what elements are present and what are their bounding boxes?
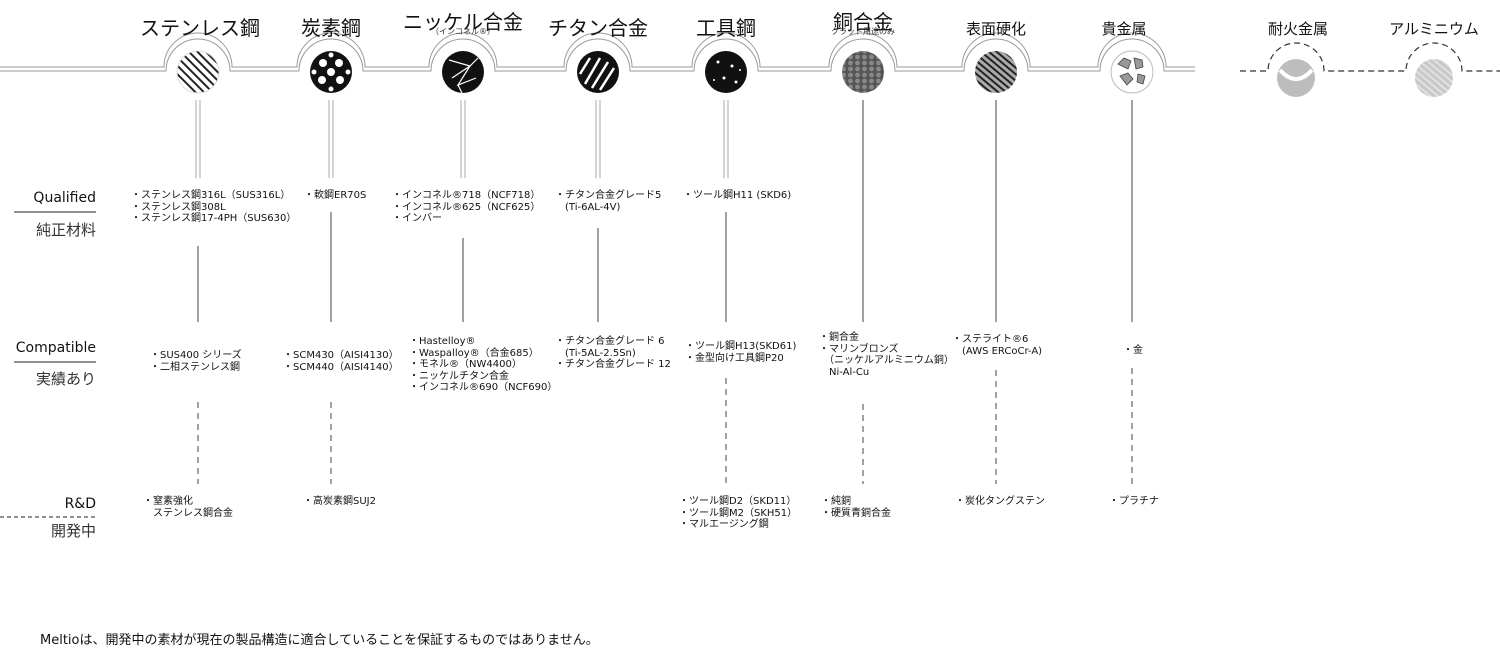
row-label-rd-jp: 開発中 <box>50 522 96 540</box>
row-label-qualified-jp: 純正材料 <box>35 221 96 239</box>
rd-carbon: ・高炭素鋼SUJ2 <box>303 496 376 507</box>
compatible-titanium: ・チタン合金グレード 6 (Ti-5AL-2.5Sn) ・チタン合金グレード 1… <box>555 336 671 370</box>
row-label-compatible-jp: 実績あり <box>35 370 96 388</box>
main-rail <box>0 32 1195 72</box>
crystal-facets-icon <box>442 51 484 94</box>
qualified-nickel: ・インコネル®718（NCF718） ・インコネル®625（NCF625） ・イ… <box>392 190 541 224</box>
qualified-tool: ・ツール鋼H11 (SKD6) <box>683 190 792 201</box>
rd-connectors <box>197 368 1133 484</box>
subtitle-nickel: （インコネル®） <box>431 27 495 36</box>
row-label-rd-en: R&D <box>64 496 96 512</box>
title-nickel: ニッケル合金 <box>403 10 523 34</box>
brush-strokes-icon <box>577 51 619 93</box>
compatible-precious: ・金 <box>1123 345 1143 356</box>
hexagon-mesh-icon <box>842 51 884 93</box>
rd-stainless: ・窒素強化 ステンレス鋼合金 <box>143 496 233 519</box>
title-titanium: チタン合金 <box>548 16 648 40</box>
qualified-stainless: ・ステンレス鋼316L（SUS316L） ・ステンレス鋼308L ・ステンレス鋼… <box>131 190 297 224</box>
rd-tool: ・ツール鋼D2（SKD11） ・ツール鋼M2（SKH51） ・マルエージング鋼 <box>679 496 798 530</box>
compatible-copper: ・銅合金 ・マリンブロンズ （ニッケルアルミニウム銅） Ni-Al-Cu <box>819 332 954 378</box>
rock-texture-icon <box>1110 50 1154 94</box>
title-aluminium: アルミニウム <box>1389 20 1479 38</box>
title-precious: 貴金属 <box>1101 20 1147 38</box>
dense-stripes-icon <box>975 51 1017 93</box>
disclaimer-text: Meltioは、開発中の素材が現在の製品構造に適合していることを保証するものでは… <box>40 633 599 648</box>
light-stripes-icon <box>1415 59 1453 97</box>
large-dots-icon <box>310 51 352 93</box>
title-carbon: 炭素鋼 <box>301 16 361 40</box>
qualified-titanium: ・チタン合金グレード5 (Ti-6AL-4V) <box>555 190 662 213</box>
title-tool: 工具鋼 <box>696 16 756 40</box>
title-refractory: 耐火金属 <box>1267 20 1329 38</box>
row-label-qualified-en: Qualified <box>33 190 96 206</box>
title-copper: 銅合金 <box>833 10 893 34</box>
subtitle-copper: クラッド用途のみ <box>831 27 895 36</box>
qualified-connectors <box>195 100 729 178</box>
wave-icon <box>1277 59 1315 97</box>
compatible-stainless: ・SUS400 シリーズ ・二相ステンレス鋼 <box>150 350 242 373</box>
rd-hardfacing: ・炭化タングステン <box>955 496 1045 507</box>
compatible-tool: ・ツール鋼H13(SKD61) ・金型向け工具鋼P20 <box>685 341 797 364</box>
rd-copper: ・純銅 ・硬質青銅合金 <box>821 496 891 519</box>
row-label-compatible-en: Compatible <box>15 340 96 356</box>
compatible-carbon: ・SCM430（AISI4130） ・SCM440（AISI4140） <box>283 350 399 373</box>
rd-precious: ・プラチナ <box>1109 496 1159 507</box>
diagonal-stripes-icon <box>176 50 220 94</box>
future-rail <box>1240 42 1500 72</box>
title-stainless: ステンレス鋼 <box>140 16 260 40</box>
compatible-nickel: ・Hastelloy® ・Waspalloy®（合金685） ・モネル®（NW4… <box>409 336 558 393</box>
compatible-hardfacing: ・ステライト®6 (AWS ERCoCr-A) <box>952 334 1043 357</box>
compatible-connectors <box>197 100 1133 322</box>
scattered-dots-icon <box>705 51 747 93</box>
title-hardfacing: 表面硬化 <box>965 20 1027 38</box>
qualified-carbon: ・軟鋼ER70S <box>304 190 367 201</box>
